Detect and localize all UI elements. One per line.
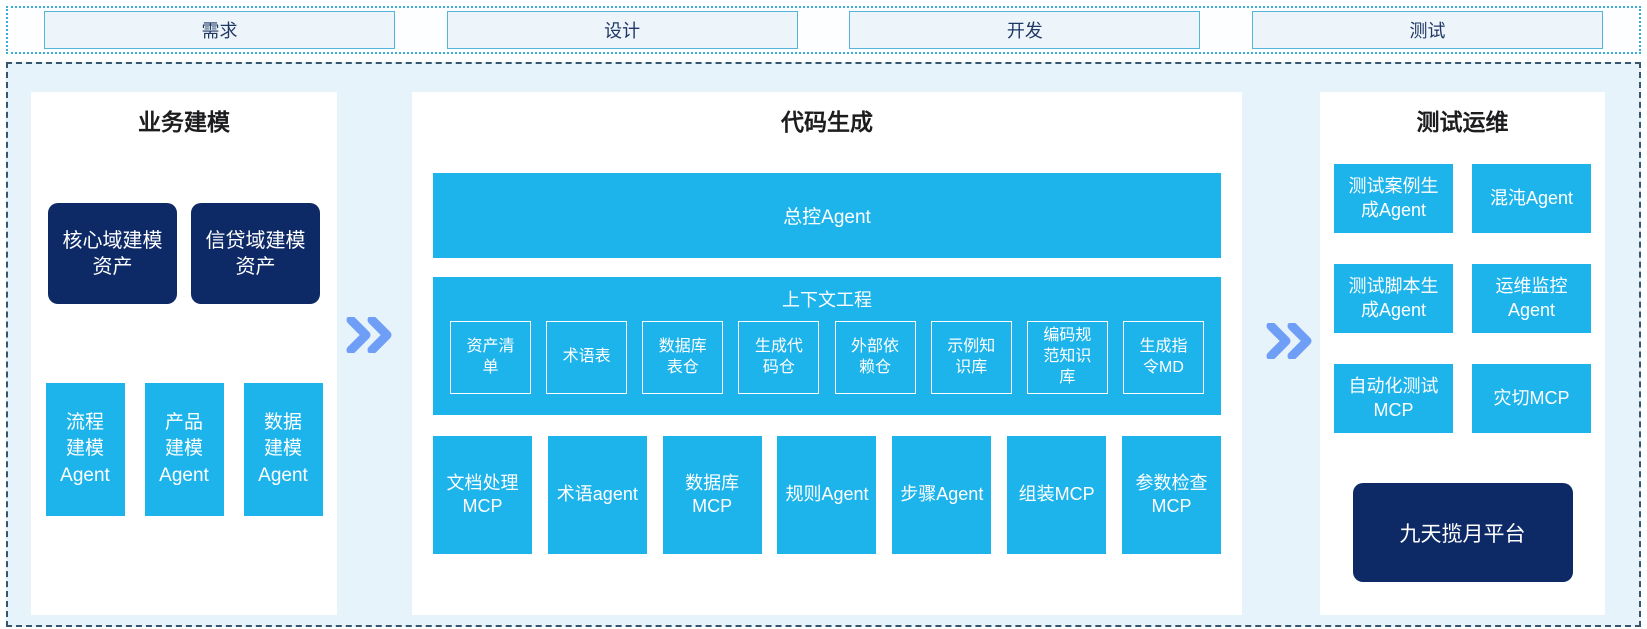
phase-box-design: 设计: [446, 11, 798, 49]
panel-title-test-ops: 测试运维: [1416, 109, 1509, 135]
asset-box-core-domain: 核心域建模资产: [48, 203, 177, 304]
panel-title-business-modeling: 业务建模: [138, 109, 230, 135]
worker-box-doc-processing-mcp: 文档处理MCP: [433, 436, 532, 554]
phase-box-testing: 测试: [1251, 11, 1603, 49]
testops-box-chaos-agent: 混沌Agent: [1472, 164, 1591, 233]
panel-title-code-generation: 代码生成: [781, 109, 873, 135]
diagram-canvas: 业务建模 核心域建模资产 信贷域建模资产 流程建模Agent 产品建模Agent…: [6, 62, 1641, 627]
worker-box-rule-agent: 规则Agent: [777, 436, 877, 554]
agent-box-process-modeling: 流程建模Agent: [45, 383, 125, 516]
context-item-asset-list: 资产清单: [450, 321, 531, 394]
asset-box-credit-domain: 信贷域建模资产: [191, 203, 320, 304]
worker-box-glossary-agent: 术语agent: [547, 436, 647, 554]
phase-box-development: 开发: [849, 11, 1201, 49]
context-item-coding-standards-kb: 编码规范知识库: [1026, 321, 1108, 394]
master-agent-bar: 总控Agent: [433, 173, 1221, 258]
double-chevron-icon: [1266, 321, 1312, 361]
worker-box-param-check-mcp: 参数检查MCP: [1121, 436, 1221, 554]
context-item-external-deps-repo: 外部依赖仓: [834, 321, 916, 394]
modeling-agent-row: 流程建模Agent 产品建模Agent 数据建模Agent: [31, 383, 337, 516]
testops-box-ops-monitor-agent: 运维监控Agent: [1472, 264, 1591, 333]
agent-box-data-modeling: 数据建模Agent: [243, 383, 323, 516]
platform-box-jiutian-lanyue: 九天揽月平台: [1352, 483, 1573, 582]
worker-box-step-agent: 步骤Agent: [892, 436, 992, 554]
testops-box-test-script-gen-agent: 测试脚本生成Agent: [1334, 264, 1453, 333]
agent-box-product-modeling: 产品建模Agent: [144, 383, 224, 516]
panel-code-generation: 代码生成 总控Agent 上下文工程 资产清单 术语表 数据库表仓 生成代码仓 …: [412, 92, 1242, 615]
phase-box-requirements: 需求: [44, 11, 395, 49]
testops-box-test-case-gen-agent: 测试案例生成Agent: [1334, 164, 1453, 233]
context-item-gen-instruction-md: 生成指令MD: [1122, 321, 1204, 394]
context-item-db-table-repo: 数据库表仓: [642, 321, 724, 394]
asset-box-row: 核心域建模资产 信贷域建模资产: [31, 203, 337, 304]
double-chevron-icon: [346, 315, 392, 355]
panel-business-modeling: 业务建模 核心域建模资产 信贷域建模资产 流程建模Agent 产品建模Agent…: [31, 92, 337, 615]
testops-box-auto-test-mcp: 自动化测试MCP: [1334, 364, 1453, 433]
worker-box-row: 文档处理MCP 术语agent 数据库MCP 规则Agent 步骤Agent 组…: [412, 436, 1242, 554]
context-item-glossary: 术语表: [546, 321, 628, 394]
context-item-row: 资产清单 术语表 数据库表仓 生成代码仓 外部依赖仓 示例知识库 编码规范知识库…: [433, 321, 1221, 394]
context-engineering-title: 上下文工程: [782, 290, 872, 310]
worker-box-database-mcp: 数据库MCP: [662, 436, 762, 554]
panel-test-ops: 测试运维 测试案例生成Agent 混沌Agent 测试脚本生成Agent 运维监…: [1320, 92, 1605, 615]
context-engineering-block: 上下文工程 资产清单 术语表 数据库表仓 生成代码仓 外部依赖仓 示例知识库 编…: [433, 277, 1221, 415]
test-ops-grid: 测试案例生成Agent 混沌Agent 测试脚本生成Agent 运维监控Agen…: [1320, 164, 1605, 433]
worker-box-assembly-mcp: 组装MCP: [1007, 436, 1107, 554]
context-item-example-kb: 示例知识库: [930, 321, 1012, 394]
phase-bar: 需求 设计 开发 测试: [6, 6, 1641, 54]
testops-box-disaster-switch-mcp: 灾切MCP: [1472, 364, 1591, 433]
context-item-codegen-repo: 生成代码仓: [738, 321, 820, 394]
